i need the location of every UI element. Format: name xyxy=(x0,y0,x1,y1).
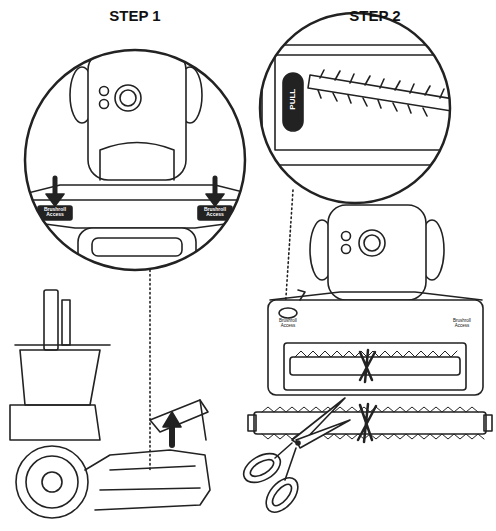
leader-line xyxy=(285,190,293,312)
vacuum-side-view xyxy=(10,290,210,518)
zoom-circle xyxy=(260,13,450,203)
part-label: Brushroll Access xyxy=(272,319,304,328)
nozzle-front xyxy=(268,205,483,395)
scissors xyxy=(239,398,350,518)
pull-tab-label: PULL xyxy=(289,69,297,129)
zoom-circle xyxy=(25,50,245,270)
step-heading: STEP 2 xyxy=(325,8,425,24)
step2-detail xyxy=(262,45,467,165)
part-label: Brushroll Access xyxy=(446,319,478,328)
part-label: Brushroll Access xyxy=(38,207,72,218)
leader-line xyxy=(149,270,151,470)
part-label: Brushroll Access xyxy=(198,207,232,218)
brushroll xyxy=(248,404,492,442)
step1-detail xyxy=(20,50,255,270)
step-heading: STEP 1 xyxy=(85,8,185,24)
